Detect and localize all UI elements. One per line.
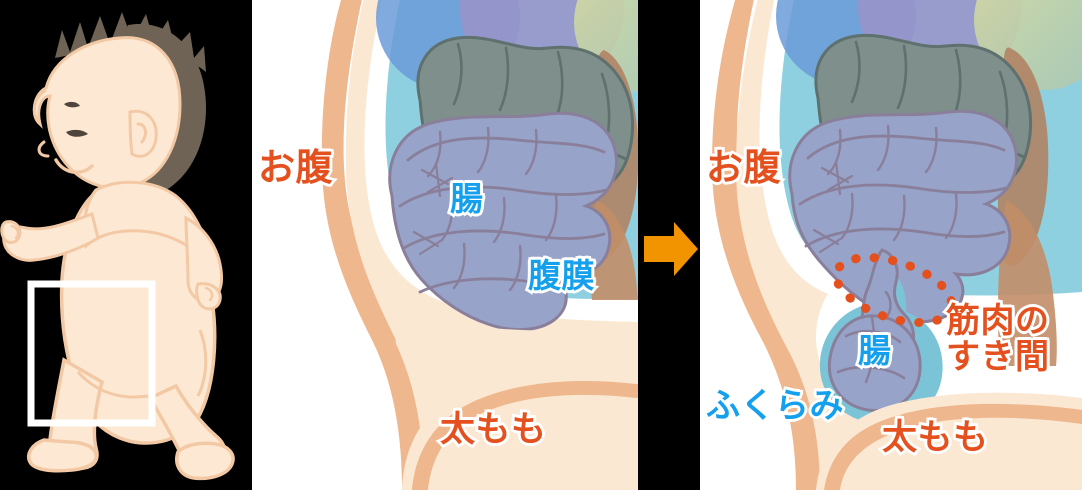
thigh-lower-band (824, 403, 1082, 490)
colon-haustra-2 (498, 46, 510, 112)
small-intestine-loop-4 (418, 277, 594, 294)
groin-contour (76, 370, 149, 399)
small-intestine-star (820, 160, 854, 196)
small-intestine-loop-2 (398, 185, 608, 208)
head-shape (32, 36, 182, 190)
organ-yellow (574, 0, 638, 92)
small-intestine-loop-1 (806, 134, 1006, 160)
front-foot (175, 441, 235, 481)
colon-haustra-1 (850, 40, 861, 104)
small-intestine-loop-2 (798, 183, 1008, 206)
small-intestine-bump-c (524, 128, 538, 176)
cheek-line (32, 88, 47, 126)
normal-anatomy-panel (252, 0, 638, 490)
small-intestine-bump-b (876, 124, 890, 172)
hernia-anatomy-panel (700, 0, 1082, 490)
small-intestine-bump-f (944, 192, 958, 240)
groin-highlight-box[interactable] (27, 280, 156, 427)
nose (37, 140, 50, 158)
small-intestine-loop-3 (402, 229, 606, 250)
thigh-lower-edge (402, 367, 638, 490)
muscle-gap-dotted-ellipse (831, 253, 957, 327)
small-intestine-bump-g (452, 242, 466, 290)
colon-haustra-2 (896, 44, 908, 110)
eyebrow (64, 101, 80, 108)
baby-figure-panel (0, 0, 252, 490)
mouth (54, 158, 94, 174)
colon-haustra-1 (452, 42, 463, 106)
ear-inner (136, 122, 147, 144)
ear-shape (128, 109, 158, 158)
small-intestine-bump-e (892, 194, 906, 242)
small-intestine-bump-d (840, 192, 854, 240)
small-intestine-loop-3 (804, 227, 1006, 248)
back-foot (27, 438, 99, 473)
hernia-anatomy-illustration (700, 0, 1082, 490)
normal-anatomy-illustration (252, 0, 638, 490)
small-intestine-bump-b (476, 126, 490, 174)
small-intestine-star-2 (812, 228, 844, 254)
small-intestine-bump-h (508, 244, 522, 292)
progression-arrow (644, 222, 698, 276)
baby-illustration (0, 12, 235, 481)
back-hand-line (204, 286, 214, 302)
hip-contour (196, 329, 208, 397)
lateral-muscle-2 (998, 200, 1057, 366)
arrow-divider-illustration (638, 0, 700, 490)
small-intestine-star (420, 162, 454, 198)
small-intestine-star-2 (412, 230, 444, 256)
arrow-divider-panel (638, 0, 700, 490)
front-arm (2, 212, 100, 262)
small-intestine-loop-1 (406, 136, 606, 162)
eye (66, 129, 88, 137)
small-intestine-bump-d (440, 194, 454, 242)
small-intestine-bump-c (924, 126, 938, 174)
hand-thumb-line (10, 224, 20, 240)
thigh-lower-band (412, 381, 638, 490)
hernia-intestine-fold-3 (864, 316, 876, 384)
back-hand (195, 282, 222, 311)
small-intestine-bump-f (544, 194, 558, 242)
small-intestine-bump-e (492, 196, 506, 244)
